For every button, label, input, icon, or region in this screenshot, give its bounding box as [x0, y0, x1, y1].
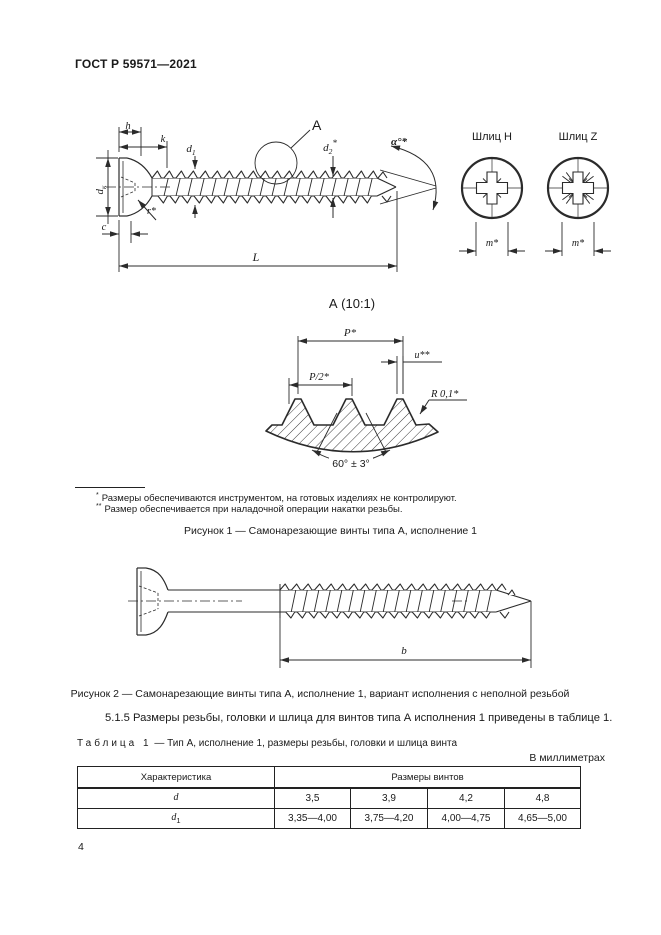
table1-title: Таблица 1 — Тип А, исполнение 1, размеры…: [77, 738, 457, 749]
table1-title-label: Таблица 1: [77, 738, 152, 749]
row-d-value-1: 3,5: [274, 787, 351, 809]
figure2-caption: Рисунок 2 — Самонарезающие винты типа А,…: [70, 688, 570, 700]
dim-label-P-half: P/2*: [308, 372, 330, 383]
dim-label-P: P*: [343, 327, 357, 339]
dim-label-dk: dк: [94, 185, 108, 195]
row-d1-value-4: 4,65—5,00: [503, 808, 582, 829]
col-header-sizes: Размеры винтов: [273, 766, 582, 789]
dim-label-d1: d1: [186, 143, 195, 157]
table1-units-note: В миллиметрах: [529, 752, 605, 764]
row-d1-name: d1: [77, 808, 275, 829]
dim-label-d2: d2*: [323, 138, 337, 156]
table1: Характеристика Размеры винтов d 3,5 3,9 …: [77, 766, 582, 829]
page-number: 4: [78, 841, 84, 853]
dim-label-m-h: m*: [486, 238, 498, 249]
row-d-value-3: 4,2: [427, 787, 505, 809]
footnote-1-text: Размеры обеспечиваются инструментом, на …: [101, 493, 457, 505]
footnote-rule: [75, 487, 145, 488]
footnote-1: *Размеры обеспечиваются инструментом, на…: [96, 490, 457, 504]
dim-label-k: k: [161, 134, 166, 145]
table1-title-text: — Тип А, исполнение 1, размеры резьбы, г…: [154, 738, 458, 749]
dim-label-R: R 0,1*: [430, 389, 459, 400]
dim-label-alpha: α°*: [391, 136, 407, 148]
dim-label-r: r*: [147, 206, 156, 217]
footnote-1-marker: *: [96, 492, 99, 499]
table-row: d1 3,35—4,00 3,75—4,20 4,00—4,75 4,65—5,…: [77, 808, 582, 829]
row-d-value-4: 4,8: [503, 787, 582, 809]
dim-label-h: h: [125, 121, 130, 132]
dim-label-u: u**: [415, 350, 430, 361]
slot-h-title: Шлиц H: [472, 131, 512, 143]
document-header: ГОСТ Р 59571—2021: [75, 57, 197, 71]
row-d1-value-3: 4,00—4,75: [427, 808, 505, 829]
row-d1-value-1: 3,35—4,00: [274, 808, 351, 829]
callout-label-A: А: [312, 117, 322, 133]
dim-label-b: b: [401, 645, 407, 657]
footnote-2: **Размер обеспечивается при наладочной о…: [96, 501, 402, 515]
footnote-2-marker: **: [96, 503, 102, 510]
dim-label-c: c: [102, 222, 107, 233]
figure1-drawing: h k d1 А d2* α°* dк r* c L Шлиц H Шлиц Z…: [94, 117, 611, 470]
footnote-2-text: Размер обеспечивается при наладочной опе…: [104, 504, 403, 516]
dim-label-angle60: 60° ± 3°: [332, 458, 370, 470]
figure1-caption: Рисунок 1 — Самонарезающие винты типа А,…: [183, 525, 478, 537]
section-paragraph: 5.1.5 Размеры резьбы, головки и шлица дл…: [105, 712, 613, 724]
figure2-geometry: [128, 567, 532, 668]
slot-z-title: Шлиц Z: [559, 131, 598, 143]
dim-label-L: L: [252, 250, 260, 264]
row-d-value-2: 3,9: [350, 787, 428, 809]
col-header-characteristic: Характеристика: [77, 766, 275, 789]
row-d-name: d: [77, 787, 275, 809]
dim-label-m-z: m*: [572, 238, 584, 249]
row-d1-value-2: 3,75—4,20: [350, 808, 428, 829]
figure2-drawing: b: [128, 567, 532, 668]
figure1-geometry: [96, 127, 611, 469]
detail-title: А (10:1): [329, 296, 375, 311]
table-row: d 3,5 3,9 4,2 4,8: [77, 787, 582, 809]
table-header-row: Характеристика Размеры винтов: [77, 766, 582, 789]
